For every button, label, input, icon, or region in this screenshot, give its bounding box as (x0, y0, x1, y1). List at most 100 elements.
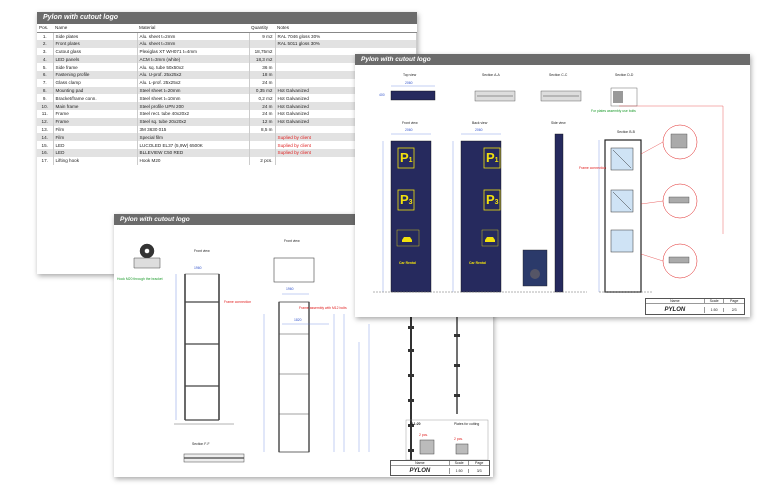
cell-name: LED panels (53, 55, 138, 64)
cell-name: Front plates (53, 39, 138, 48)
cell-qty: 18 m (249, 70, 276, 79)
pylon-tb-scale-label: Scale (705, 299, 725, 303)
cell-material: Steel sheet t=10mm (137, 94, 250, 103)
back-sign-p1: P1 (486, 149, 499, 170)
cell-pos: 11. (37, 109, 54, 118)
frame-assembly-note: Frame assembly with M12 bolts (299, 306, 347, 310)
cell-pos: 7. (37, 78, 54, 87)
pylon-tb-name: PYLON (646, 306, 705, 313)
cell-qty: 9 m2 (249, 32, 276, 40)
parts-list-sheet: Pylon with cutout logo Pos. Name Materia… (37, 12, 417, 274)
frame-tb-page: 3/3 (476, 469, 482, 473)
cell-pos: 9. (37, 94, 54, 103)
frame-front-view-2-label: Front view (284, 239, 300, 243)
frame-connection-note: Frame connection (579, 166, 607, 170)
cell-name: Main frame (53, 102, 138, 110)
cell-qty (249, 39, 276, 48)
plates-scale: M 1:20 (410, 422, 421, 426)
back-width-dim: 2060 (475, 128, 483, 132)
front-sign-p3-sub: 3 (408, 199, 413, 206)
cell-name: Frame (53, 117, 138, 126)
cell-name: Fastening profile (53, 70, 138, 79)
cell-qty: 0,2 m2 (249, 94, 276, 103)
front-sign-p3-letter: P (400, 192, 409, 207)
lift-hook-note: Hook M20 through the bracket (117, 277, 163, 281)
cell-pos: 14. (37, 133, 54, 142)
cell-name: Glass clamp (53, 78, 138, 87)
cell-name: Cutout glass (53, 47, 138, 56)
cell-qty: 24 m (249, 102, 276, 110)
pylon-tb-name-label: Name (646, 299, 705, 303)
frame-sheet-title: Pylon with cutout logo (114, 214, 493, 225)
pylon-tb-page: 2/3 (731, 307, 737, 312)
parts-sheet-title: Pylon with cutout logo (37, 12, 417, 24)
cell-qty: 12 m (249, 117, 276, 126)
cell-name: Lifting hook (53, 156, 138, 165)
cell-pos: 17. (37, 156, 54, 165)
section-ff-label: Section F-F (192, 442, 210, 446)
cell-pos: 5. (37, 63, 54, 71)
front-car-rental: Car Rental (399, 261, 416, 265)
pylon-drawing (373, 85, 724, 293)
cell-name: Frame (53, 109, 138, 118)
cell-qty: 0,35 m2 (249, 86, 276, 95)
col-quantity: Quantity (249, 24, 275, 33)
cell-pos: 15. (37, 141, 54, 149)
cell-qty: 18,3 m2 (249, 55, 276, 64)
back-sign-p3-sub: 3 (494, 199, 499, 206)
top-width-dim: 2060 (405, 81, 413, 85)
cell-material: LUCOLED EL37 (5,9W) 6500K (137, 141, 250, 149)
cell-qty: 8,5 m (249, 125, 276, 134)
plates-for-cutting-label: Plates for cutting (454, 422, 480, 426)
cell-qty (249, 141, 276, 149)
cell-material: Alu. sheet t=3mm (137, 39, 250, 48)
frame-front-view-label: Front view (194, 249, 210, 253)
cell-pos: 1. (37, 32, 54, 40)
cell-name: LED (53, 141, 138, 149)
col-material: Material (137, 24, 249, 33)
cell-pos: 2. (37, 39, 54, 48)
back-view-label: Back view (472, 121, 488, 125)
cell-name: LED (53, 148, 138, 157)
frame-width-dim-2: 1960 (286, 287, 294, 291)
cell-name: Film (53, 125, 138, 134)
cell-qty: 18,75m2 (249, 47, 276, 56)
cell-material: Steel sheet t=20mm (137, 86, 250, 95)
cell-qty: 24 m (249, 109, 276, 118)
cell-qty: 2 pcs. (249, 156, 276, 165)
top-depth-dim: 400 (379, 93, 385, 97)
frame-width-dim: 1960 (194, 266, 202, 270)
cell-pos: 4. (37, 55, 54, 64)
frame-connection-note: Frame connection (224, 300, 252, 304)
cell-pos: 8. (37, 86, 54, 95)
pylon-tb-scale: 1:50 (705, 307, 725, 312)
cell-qty (249, 148, 276, 157)
cell-material: Alu. sq. tube 50x50x2 (137, 63, 250, 71)
cell-name: Side frame (53, 63, 138, 71)
front-view-label: Front view (402, 121, 418, 125)
frame-tb-scale: 1:50 (450, 469, 470, 473)
pylon-title-block: Name Scale Page PYLON 1:50 2/3 (645, 298, 745, 315)
pylon-tb-page-label: Page (729, 299, 739, 303)
cell-name: Side plates (53, 32, 138, 40)
section-dd-label: Section D-D (615, 73, 634, 77)
frame-tb-name: PYLON (391, 468, 450, 474)
cell-material: Special film (137, 133, 250, 142)
plates-count-a: 2 pcs. (419, 433, 429, 437)
front-sign-p3: P3 (400, 191, 413, 212)
front-width-dim: 2060 (405, 128, 413, 132)
col-name: Name (53, 24, 137, 33)
